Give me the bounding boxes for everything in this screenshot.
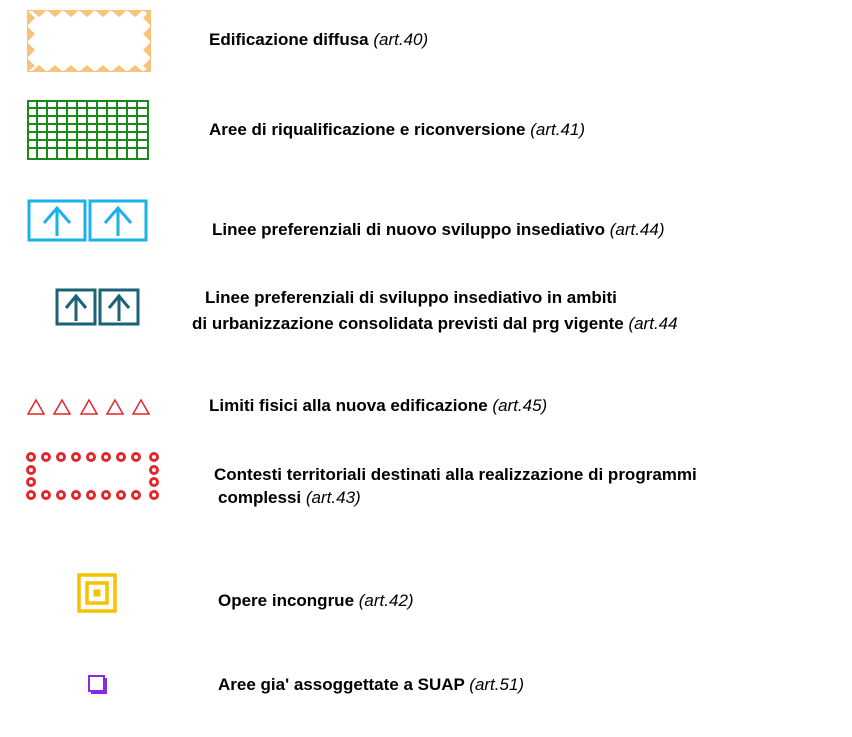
territorial-contexts-dots-icon <box>26 452 159 500</box>
physical-limits-triangles-icon <box>26 398 151 415</box>
legend-label-requalification: Aree di riqualificazione e riconversione… <box>209 120 586 139</box>
legend-label-territorial-contexts-line2: complessi (art.43) <box>218 488 361 507</box>
legend-label-diffuse-building: Edificazione diffusa (art.40) <box>209 30 429 49</box>
incongruous-works-icon <box>77 573 117 613</box>
legend-label-consolidated-development-line1: Linee preferenziali di sviluppo insediat… <box>205 288 617 307</box>
requalification-grid-icon <box>27 100 149 160</box>
legend-label-territorial-contexts-line1: Contesti territoriali destinati alla rea… <box>214 465 697 484</box>
new-development-arrows-icon <box>27 199 148 242</box>
legend-label-physical-limits: Limiti fisici alla nuova edificazione (a… <box>209 396 548 415</box>
diffuse-building-icon <box>27 10 151 72</box>
legend-label-new-development: Linee preferenziali di nuovo sviluppo in… <box>212 220 665 239</box>
legend-label-suap-areas: Aree gia' assoggettate a SUAP (art.51) <box>218 675 525 694</box>
consolidated-development-arrows-icon <box>55 288 140 326</box>
legend-label-consolidated-development-line2: di urbanizzazione consolidata previsti d… <box>192 314 678 333</box>
legend-label-incongruous-works: Opere incongrue (art.42) <box>218 591 414 610</box>
suap-areas-icon <box>88 675 107 694</box>
